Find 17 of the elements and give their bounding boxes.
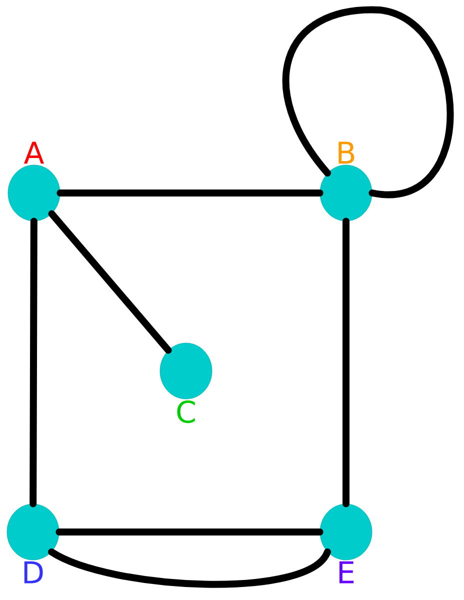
node-label: D [24, 561, 43, 584]
edge-line [48, 548, 331, 588]
node-label: C [177, 400, 195, 424]
graph-vertex: C [160, 342, 212, 424]
edge-line [342, 218, 350, 508]
node-label: E [339, 561, 354, 584]
edge-line [30, 218, 38, 508]
node-label: A [24, 142, 44, 164]
graph-vertex: E [320, 504, 372, 584]
graph-vertex: D [6, 504, 60, 584]
edge-line [56, 528, 324, 536]
edge-line [282, 6, 454, 198]
edge-line [56, 190, 324, 196]
edge-line [48, 210, 172, 354]
graph-vertex: B [320, 142, 372, 222]
graph-vertex: A [8, 142, 60, 222]
node-label: B [338, 142, 354, 164]
